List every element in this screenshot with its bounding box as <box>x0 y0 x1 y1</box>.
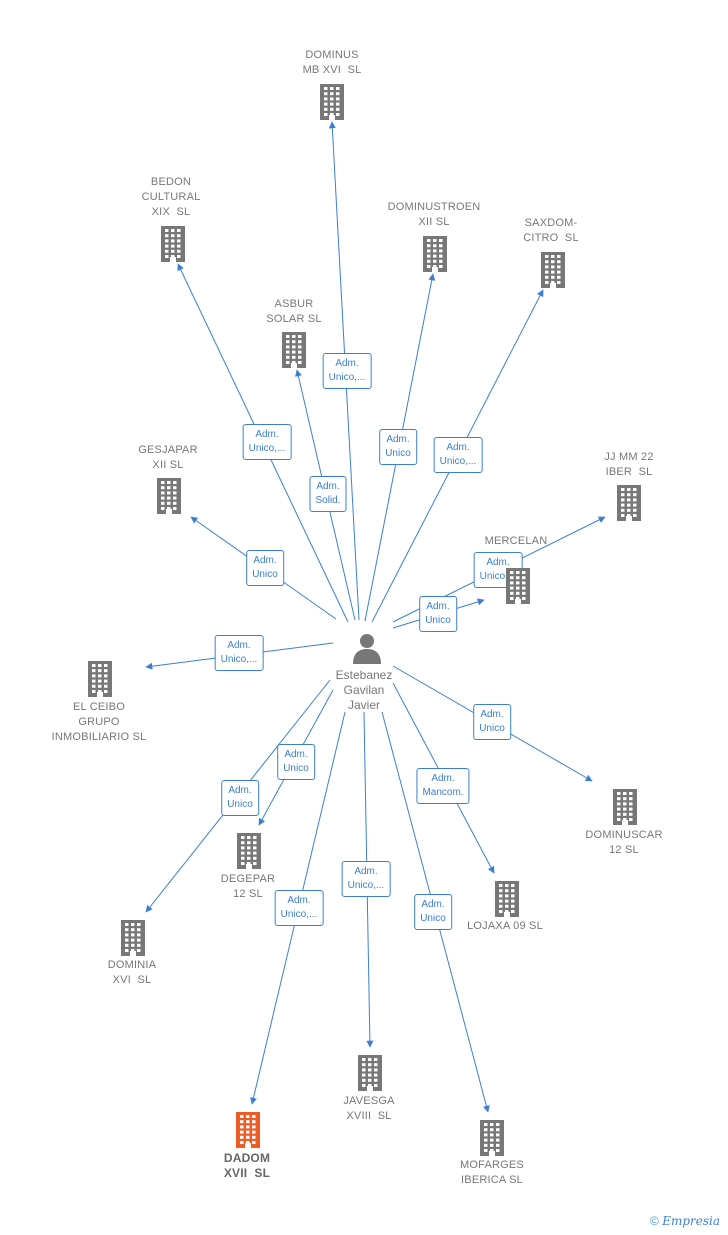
company-name-dominus[interactable]: DOMINUS MB XVI SL <box>302 49 362 76</box>
building-icon-degepar[interactable] <box>234 833 264 869</box>
company-name-javesga[interactable]: JAVESGA XVIII SL <box>343 1095 395 1122</box>
company-name-mofarges[interactable]: MOFARGES IBERICA SL <box>460 1159 524 1186</box>
building-icon-dadom[interactable] <box>233 1112 263 1148</box>
building-icon-lojaxa[interactable] <box>492 881 522 917</box>
brand-logo[interactable]: Empresia <box>662 1214 720 1228</box>
building-icon-asbur[interactable] <box>279 332 309 368</box>
building-icon-dominuscar[interactable] <box>610 789 640 825</box>
copyright-symbol: © <box>650 1214 659 1228</box>
building-icon-bedon[interactable] <box>158 226 188 262</box>
company-name-jjmm[interactable]: JJ MM 22 IBER SL <box>604 451 654 478</box>
building-icon-mercelan[interactable] <box>503 568 533 604</box>
edge-label-lojaxa[interactable]: Adm. Mancom. <box>416 768 470 804</box>
edge-label-dadom[interactable]: Adm. Unico,... <box>274 890 324 926</box>
building-icon-javesga[interactable] <box>355 1055 385 1091</box>
edge-label-dominus[interactable]: Adm. Unico,... <box>322 353 372 389</box>
edge-label-asbur[interactable]: Adm. Solid. <box>309 476 347 512</box>
edge-label-mercelan[interactable]: Adm. Unico <box>419 596 457 632</box>
edge-label-dominuscar[interactable]: Adm. Unico <box>473 704 511 740</box>
footer-credit: © Empresia <box>650 1214 720 1228</box>
building-icon-dominia[interactable] <box>118 920 148 956</box>
edge-label-bedon[interactable]: Adm. Unico,... <box>242 424 292 460</box>
company-name-bedon[interactable]: BEDON CULTURAL XIX SL <box>141 176 201 218</box>
company-name-mercelan[interactable]: MERCELAN <box>484 535 548 547</box>
building-icon-mofarges[interactable] <box>477 1120 507 1156</box>
building-icon-saxdom[interactable] <box>538 252 568 288</box>
company-name-asbur[interactable]: ASBUR SOLAR SL <box>266 298 322 325</box>
edge-label-javesga[interactable]: Adm. Unico,... <box>341 861 391 897</box>
company-name-dadom[interactable]: DADOM XVII SL <box>223 1151 271 1180</box>
edge-label-elceibo[interactable]: Adm. Unico,... <box>214 635 264 671</box>
edge-label-degepar[interactable]: Adm. Unico <box>277 744 315 780</box>
company-name-lojaxa[interactable]: LOJAXA 09 SL <box>467 920 543 932</box>
building-icon-gesjapar[interactable] <box>154 478 184 514</box>
building-icon-elceibo[interactable] <box>85 661 115 697</box>
company-name-elceibo[interactable]: EL CEIBO GRUPO INMOBILIARIO SL <box>51 701 147 743</box>
company-name-gesjapar[interactable]: GESJAPAR XII SL <box>138 444 198 471</box>
edge-label-mofarges[interactable]: Adm. Unico <box>414 894 452 930</box>
company-name-degepar[interactable]: DEGEPAR 12 SL <box>220 873 276 900</box>
person-name[interactable]: Estebanez Gavilan Javier <box>335 668 393 712</box>
building-icon-jjmm[interactable] <box>614 485 644 521</box>
edge-label-gesjapar[interactable]: Adm. Unico <box>246 550 284 586</box>
company-name-dominustroen[interactable]: DOMINUSTROEN XII SL <box>387 201 481 228</box>
building-icon-dominus[interactable] <box>317 84 347 120</box>
person-icon[interactable] <box>352 632 382 664</box>
building-icon-dominustroen[interactable] <box>420 236 450 272</box>
company-name-saxdom[interactable]: SAXDOM- CITRO SL <box>523 217 579 244</box>
company-name-dominuscar[interactable]: DOMINUSCAR 12 SL <box>585 829 663 856</box>
edge-label-dominia[interactable]: Adm. Unico <box>221 780 259 816</box>
edge-label-dominustroen[interactable]: Adm. Unico <box>379 429 417 465</box>
company-name-dominia[interactable]: DOMINIA XVI SL <box>107 959 157 986</box>
edge-label-saxdom[interactable]: Adm. Unico,... <box>433 437 483 473</box>
